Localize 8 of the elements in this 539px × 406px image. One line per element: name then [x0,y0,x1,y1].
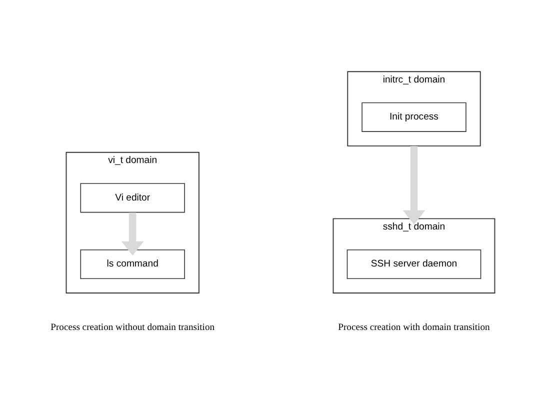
node-box: SSH server daemon [346,248,482,279]
node-box: Init process [362,102,466,132]
node-box: ls command [80,248,185,279]
arrow [402,145,426,224]
label: Process creation without domain transition [50,321,215,332]
label: Process creation with domain transition [338,321,490,332]
arrow [121,212,144,256]
node-box: Vi editor [80,182,185,212]
